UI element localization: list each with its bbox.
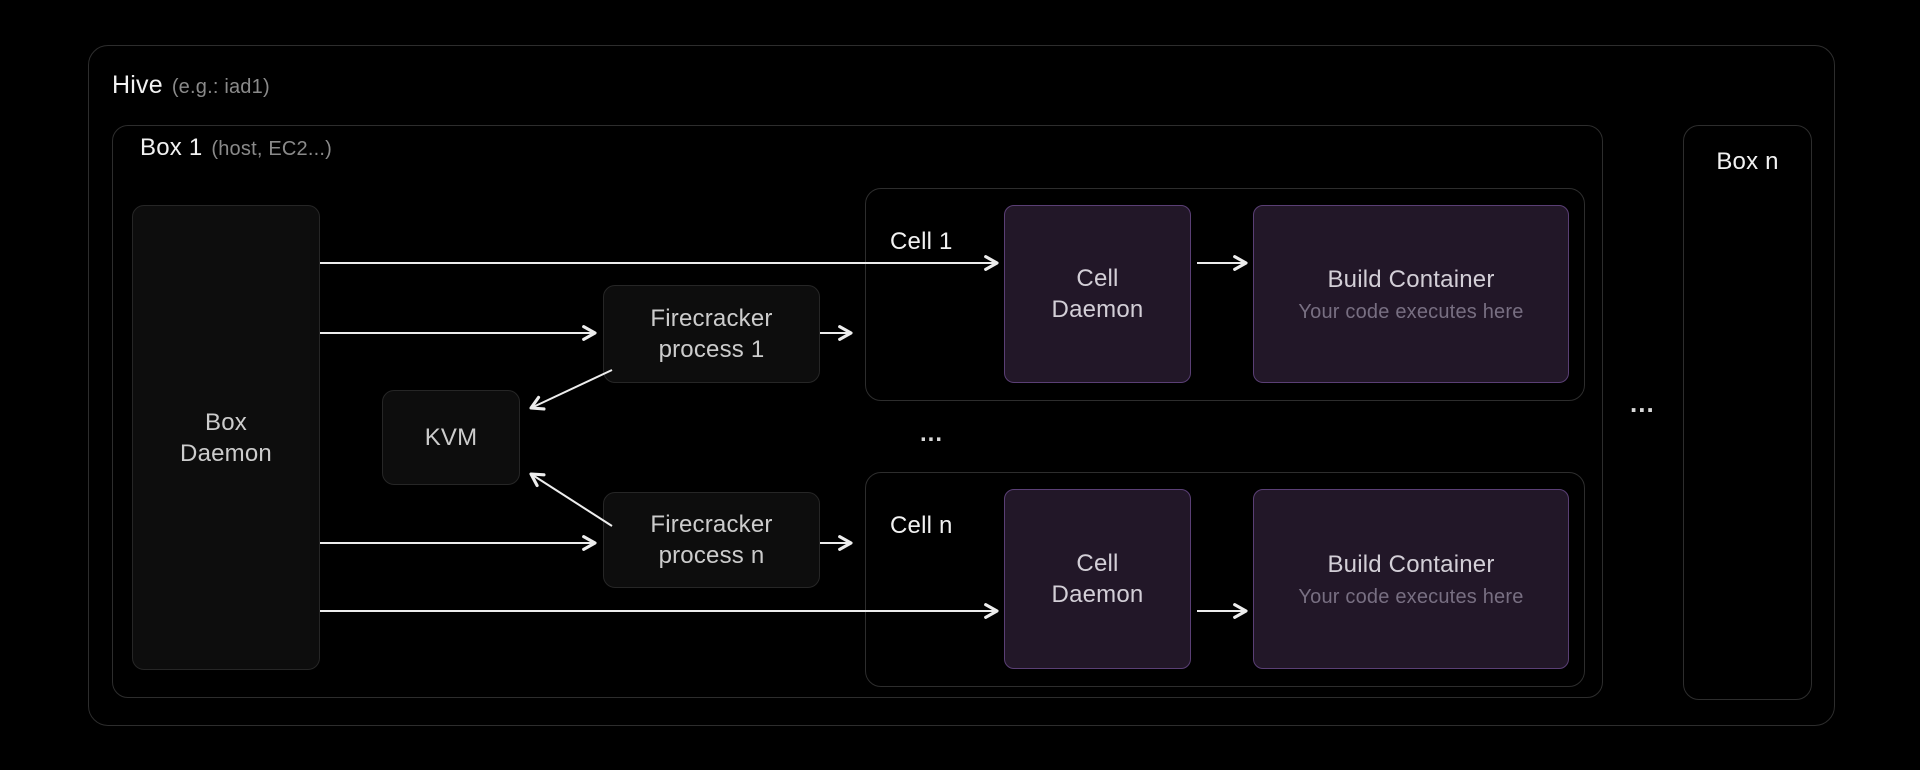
box-daemon-label-line2: Daemon [180, 439, 272, 467]
firecracker-n-label-line2: process n [658, 542, 765, 569]
hive-title-row: Hive (e.g.: iad1) [112, 71, 270, 100]
box-daemon-label-line1: Box [205, 408, 247, 436]
firecracker-process-1-node: Firecracker process 1 [603, 285, 820, 383]
cell1-daemon-node: Cell Daemon [1004, 205, 1191, 383]
celln-daemon-label-line2: Daemon [1051, 581, 1144, 608]
celln-title: Cell n [890, 512, 953, 539]
boxes-ellipsis: ... [1630, 388, 1655, 418]
cell1-title: Cell 1 [890, 228, 953, 255]
celln-daemon-label-line1: Cell [1076, 550, 1119, 577]
celln-build-container-node: Build Container Your code executes here [1253, 489, 1569, 669]
boxn-container-box [1683, 125, 1812, 700]
cell1-daemon-label-line1: Cell [1076, 265, 1119, 292]
cells-ellipsis: ... [920, 420, 944, 447]
cell1-build-container-title: Build Container [1327, 265, 1495, 293]
celln-build-container-subtitle: Your code executes here [1298, 585, 1524, 608]
kvm-label: KVM [424, 424, 478, 451]
hive-annotation: (e.g.: iad1) [171, 76, 270, 98]
box-daemon-node: Box Daemon [132, 205, 320, 670]
cell1-build-container-node: Build Container Your code executes here [1253, 205, 1569, 383]
box1-container-box [112, 125, 1603, 698]
box1-title-row: Box 1 (host, EC2...) [140, 134, 332, 162]
hive-container-box [88, 45, 1835, 726]
celln-daemon-node: Cell Daemon [1004, 489, 1191, 669]
cell1-build-container-subtitle: Your code executes here [1298, 300, 1524, 323]
kvm-node: KVM [382, 390, 520, 485]
cell1-daemon-label-line2: Daemon [1051, 296, 1144, 323]
box1-title: Box 1 [140, 134, 203, 161]
box1-annotation: (host, EC2...) [211, 138, 332, 160]
cell1-container-box [865, 188, 1585, 401]
celln-build-container-title: Build Container [1327, 550, 1495, 578]
boxn-title: Box n [1716, 148, 1779, 175]
firecracker-1-label-line1: Firecracker [650, 305, 773, 332]
hive-title: Hive [112, 71, 163, 99]
celln-container-box [865, 472, 1585, 687]
firecracker-process-n-node: Firecracker process n [603, 492, 820, 588]
firecracker-1-label-line2: process 1 [658, 336, 765, 363]
firecracker-n-label-line1: Firecracker [650, 511, 773, 538]
